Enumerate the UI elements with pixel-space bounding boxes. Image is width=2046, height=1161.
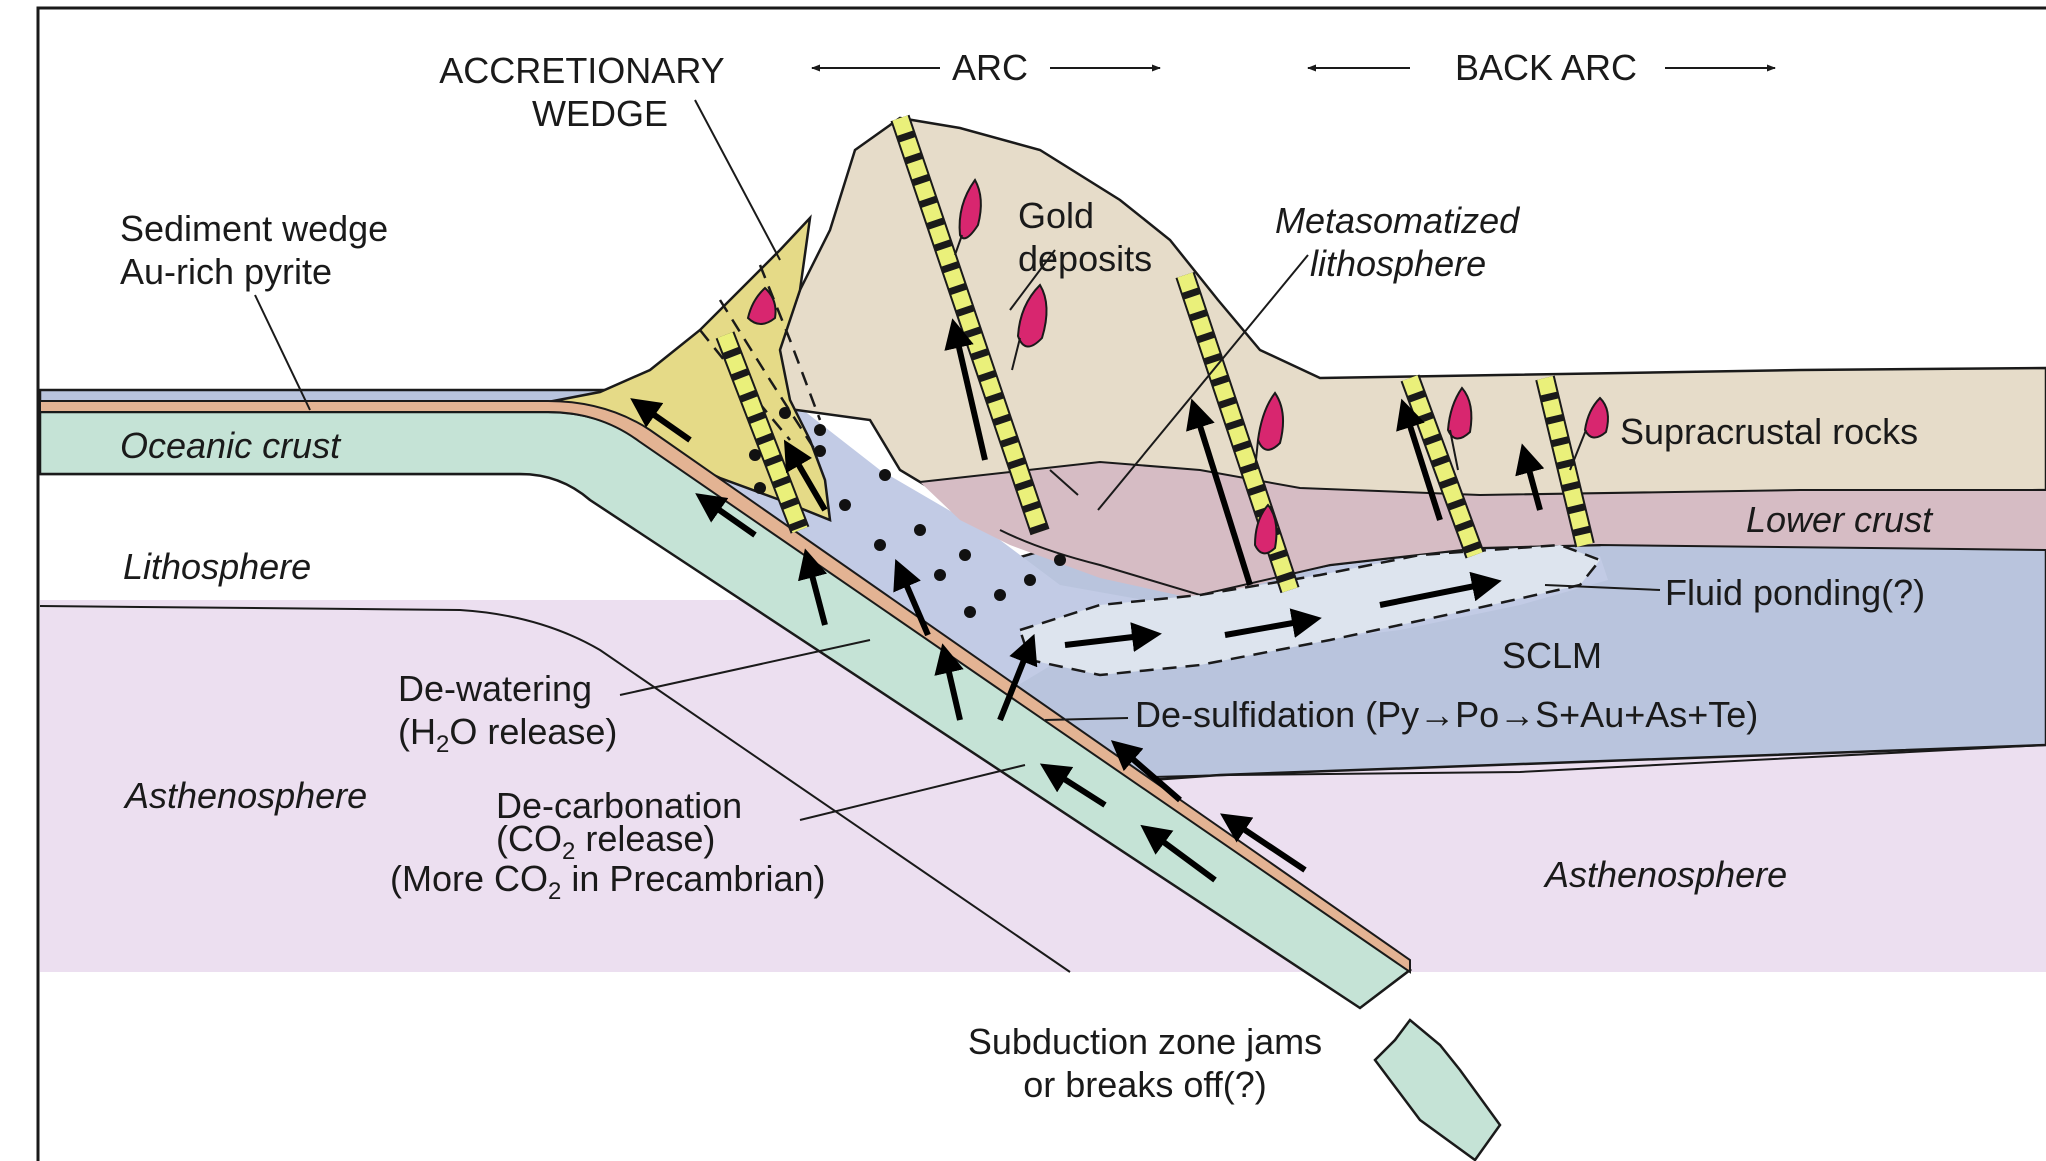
asthenosphere-left-label: Asthenosphere (123, 775, 367, 816)
decarbonation-label-line1: De-carbonation (496, 785, 742, 826)
dewatering-label-line1: De-watering (398, 668, 592, 709)
leader-lines (254, 99, 1661, 821)
subduction-jam-label-line1: Subduction zone jams (968, 1021, 1322, 1062)
gold-deposits-label-line1: Gold (1018, 195, 1094, 236)
metasomatized-label-line1: Metasomatized (1275, 200, 1520, 241)
dewatering-label-line2: (H2O release) (398, 711, 617, 758)
accretionary-wedge-label-line1: ACCRETIONARY (439, 50, 724, 91)
gold-deposits-label-line2: deposits (1018, 238, 1152, 279)
fluid-ponding-label: Fluid ponding(?) (1665, 572, 1925, 613)
broken-slab (1373, 1018, 1502, 1161)
supracrustal-rocks-label: Supracrustal rocks (1620, 411, 1918, 452)
sediment-wedge-label-line2: Au-rich pyrite (120, 251, 332, 292)
oceanic-crust-label: Oceanic crust (120, 425, 342, 466)
accretionary-wedge-label-line2: WEDGE (532, 93, 668, 134)
sclm-label: SCLM (1502, 635, 1602, 676)
fluid-flow-arrows (630, 318, 1545, 883)
sediment-layer (39, 400, 1411, 974)
sediment-wedge-label-line1: Sediment wedge (120, 208, 388, 249)
asthenosphere-right-label: Asthenosphere (1543, 854, 1787, 895)
gold-deposits (746, 178, 1609, 555)
subduction-jam-label-line2: or breaks off(?) (1023, 1064, 1266, 1105)
desulfidation-label: De-sulfidation (Py→Po→S+Au+As+Te) (1135, 694, 1758, 735)
lower-crust-layer (920, 462, 2046, 600)
back-arc-label: BACK ARC (1455, 47, 1637, 88)
decarbonation-label-line2: (CO2 release) (496, 818, 715, 865)
decarbonation-label-line3: (More CO2 in Precambrian) (390, 858, 825, 905)
fluid-dots (749, 407, 1066, 618)
arc-label: ARC (952, 47, 1028, 88)
lithosphere-label: Lithosphere (123, 546, 311, 587)
lower-crust-label: Lower crust (1746, 499, 1934, 540)
metasomatized-label-line2: lithosphere (1310, 243, 1486, 284)
